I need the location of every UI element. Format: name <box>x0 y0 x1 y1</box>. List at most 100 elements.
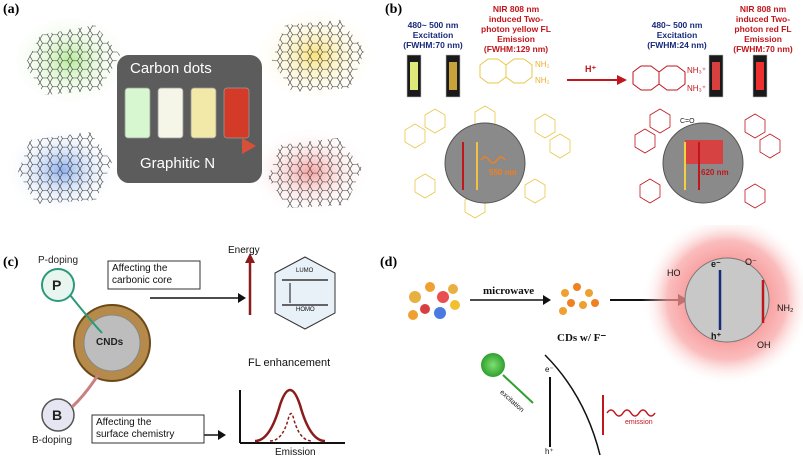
core-arrowhead <box>238 293 246 303</box>
red-molecule <box>632 65 686 91</box>
surface-text-box <box>91 414 205 444</box>
right-emission-text: NIR 808 nm induced Two- photon red FL Em… <box>723 4 803 54</box>
hole-label: h⁺ <box>711 331 722 341</box>
core-text-line-2: carbonic core <box>112 275 173 286</box>
microwave-arrowhead <box>543 295 551 305</box>
yellow-cd-sphere <box>444 122 526 204</box>
p-circle <box>41 268 75 302</box>
left-emission-line-4: Emission <box>497 34 535 44</box>
yellow-molecule <box>479 58 533 84</box>
left-excitation-line-2: Excitation <box>412 30 454 40</box>
red-cd-ligands <box>634 108 781 209</box>
co-label: C=O <box>680 118 695 125</box>
yellow-wave <box>480 156 506 164</box>
panel-d-label: (d) <box>380 255 398 270</box>
core-text-line-1: Affecting the <box>112 263 168 274</box>
nh2-label: NH₂ <box>777 303 794 313</box>
fl-peak-solid <box>254 388 326 443</box>
cds-dots <box>559 283 599 315</box>
right-emission-line-5: (FWHM:70 nm) <box>733 44 793 54</box>
red-graphene-sheet <box>268 138 362 208</box>
cuvette-left-1-glow <box>410 62 418 90</box>
right-emission-line-3: photon red FL <box>734 24 792 34</box>
right-emission-line-4: Emission <box>744 34 782 44</box>
left-emission-text: NIR 808 nm induced Two- photon yellow FL… <box>473 4 559 54</box>
left-emission-line-1: NIR 808 nm <box>492 4 540 14</box>
ho-label: HO <box>667 268 681 278</box>
vial-green <box>124 87 151 139</box>
right-excitation-line-3: (FWHM:24 nm) <box>647 40 707 50</box>
emission-label: emission <box>625 419 653 426</box>
b-to-cnds-link <box>70 374 100 409</box>
electron-label: e⁻ <box>711 259 721 269</box>
vial-red <box>223 87 250 139</box>
panel-b: (b) <box>385 0 803 220</box>
protonation-arrowhead <box>617 75 627 85</box>
excitation-arrow <box>502 374 534 404</box>
precursor-dots <box>408 282 460 320</box>
vial-white <box>157 87 184 139</box>
blue-graphene-sheet <box>18 132 112 204</box>
homo-label: HOMO <box>296 307 315 313</box>
panel-c: (c) P-doping P B B-doping CNDs Affecting… <box>0 225 385 463</box>
panel-d: (d) microwave CDs w/ <box>380 225 803 463</box>
left-excitation-text: 480~ 500 nm Excitation (FWHM:70 nm) <box>403 20 463 50</box>
graphitic-n-title: Graphitic N <box>140 155 216 172</box>
band-curve <box>544 354 601 456</box>
panel-b-graphic <box>404 54 781 219</box>
proton-label: H⁺ <box>585 64 597 74</box>
left-excitation-line-3: (FWHM:70 nm) <box>403 40 463 50</box>
p-symbol: P <box>52 277 62 293</box>
green-graphene-sheet <box>25 25 120 95</box>
p-to-cnds-link <box>69 294 103 334</box>
core-text-box <box>107 260 201 290</box>
nh3-label-bottom: NH₃⁺ <box>687 84 707 93</box>
b-doping-label: B-doping <box>32 435 73 446</box>
left-excitation-line-1: 480~ 500 nm <box>407 20 459 30</box>
energy-label: Energy <box>228 245 260 256</box>
carbon-dots-photo-box <box>117 55 262 183</box>
left-emission-line-3: photon yellow FL <box>481 24 551 34</box>
surface-text-line-2: surface chemistry <box>96 429 175 440</box>
panel-c-graphic <box>41 253 345 444</box>
hexagon-band-diagram <box>274 256 336 330</box>
microwave-label: microwave <box>483 285 535 297</box>
right-emission-line-2: induced Two- <box>735 14 791 24</box>
graphitic-n-arrowhead <box>242 138 256 154</box>
cnds-label: CNDs <box>96 337 124 348</box>
band-hole-label: h⁺ <box>545 447 554 456</box>
emission-axis-label: Emission <box>275 447 316 458</box>
cds-label: CDs w/ F⁻ <box>557 332 607 344</box>
cuvette-left-2-glow <box>449 62 457 90</box>
p-doping-label: P-doping <box>38 255 79 266</box>
left-emission-line-2: induced Two- <box>488 14 544 24</box>
panel-b-label: (b) <box>385 2 403 17</box>
lumo-label: LUMO <box>296 268 314 274</box>
fl-enhancement-label: FL enhancement <box>248 357 331 369</box>
panel-a-label: (a) <box>3 2 20 17</box>
cd-sphere <box>684 257 770 343</box>
surface-text-line-1: Affecting the <box>96 417 152 428</box>
sun-icon <box>481 353 505 377</box>
panel-a: (a) Carbon dots Graphitic N <box>0 0 385 220</box>
red-cd-highlight <box>685 140 723 164</box>
left-emission-line-5: (FWHM:129 nm) <box>483 44 549 54</box>
b-circle <box>41 398 75 432</box>
energy-arrowhead <box>245 253 255 263</box>
surface-arrowhead <box>218 430 226 440</box>
emission-wave <box>606 409 656 417</box>
core-text: Affecting the carbonic core <box>112 263 172 287</box>
nh3-label-top: NH₃⁺ <box>687 66 707 75</box>
right-excitation-line-1: 480~ 500 nm <box>651 20 703 30</box>
left-wavelength: 550 nm <box>489 168 517 177</box>
fl-peak-dotted <box>269 412 313 442</box>
right-excitation-text: 480~ 500 nm Excitation (FWHM:24 nm) <box>647 20 707 50</box>
vial-yellow <box>190 87 217 139</box>
panel-c-label: (c) <box>3 255 19 270</box>
band-electron-label: e⁻ <box>545 365 554 374</box>
o-minus-label: O⁻ <box>745 257 757 267</box>
b-symbol: B <box>52 407 63 423</box>
panel-a-graphic <box>4 7 377 217</box>
surface-text: Affecting the surface chemistry <box>96 417 174 441</box>
yellow-graphene-sheet <box>272 20 365 92</box>
